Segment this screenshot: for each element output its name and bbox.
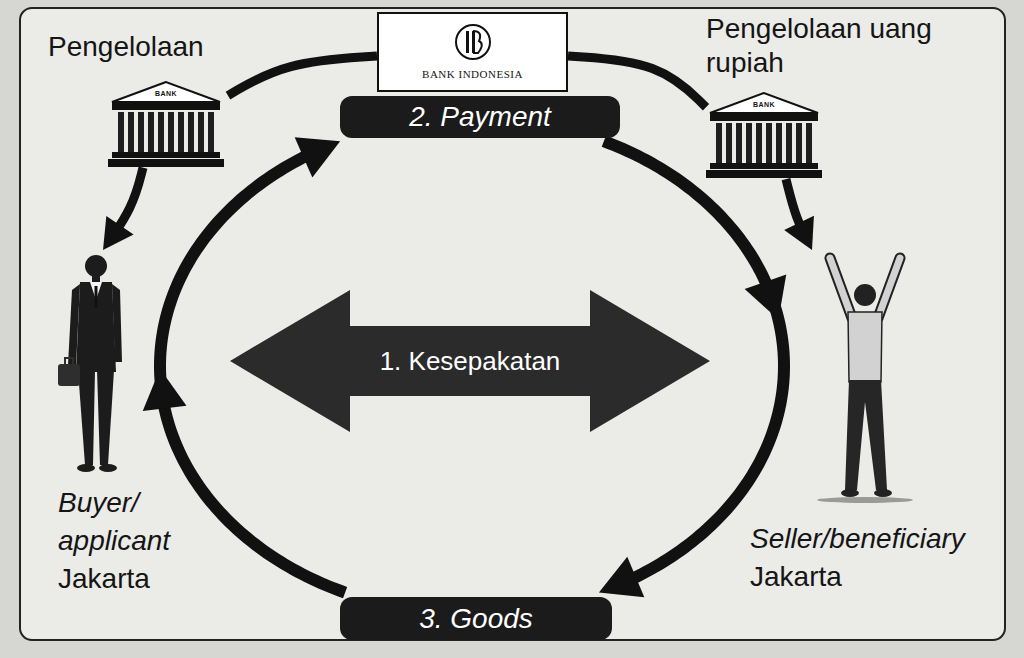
step-label: 3. Goods xyxy=(419,603,533,635)
bank-step xyxy=(112,152,220,158)
figure-part xyxy=(58,255,122,472)
logo-ring xyxy=(456,25,490,59)
step-label: 1. Kesepakatan xyxy=(380,346,561,377)
bank-column xyxy=(716,123,722,163)
buyer-node: Buyer/ applicantJakarta xyxy=(58,250,183,597)
connector-group xyxy=(228,56,377,96)
bank-sign: BANK xyxy=(108,90,224,98)
bank-heading: Pengelolaan xyxy=(48,30,228,64)
party-city: Jakarta xyxy=(58,560,183,598)
arrowhead xyxy=(599,557,644,598)
bank-icon-box: BANK xyxy=(108,80,224,168)
party-role: Buyer/ applicant xyxy=(58,484,183,560)
figure-part xyxy=(817,497,913,503)
arrowhead xyxy=(103,216,134,250)
bank-name: BANK INDONESIA xyxy=(422,68,523,80)
figure-part xyxy=(95,286,98,308)
bank-step xyxy=(710,163,818,169)
bank-column xyxy=(198,112,204,152)
bank-icon-box: BANK xyxy=(706,91,822,179)
figure-part xyxy=(68,284,80,366)
bank-column xyxy=(128,112,134,152)
arrowhead xyxy=(745,275,787,320)
bank-beam xyxy=(710,113,818,121)
step-label: 2. Payment xyxy=(409,101,551,133)
bank-column xyxy=(178,112,184,152)
seller-node: Seller/beneficiaryJakarta xyxy=(750,250,1000,596)
figure-part xyxy=(85,255,107,277)
figure-part xyxy=(830,258,852,318)
party-city: Jakarta xyxy=(750,558,1000,596)
bank-column xyxy=(118,112,124,152)
connector-group xyxy=(103,168,143,250)
figure-part xyxy=(874,489,892,497)
bi-logo xyxy=(453,22,493,62)
figure-part xyxy=(99,464,117,472)
bank-column xyxy=(138,112,144,152)
figure-part xyxy=(65,358,73,364)
bank-column xyxy=(208,112,214,152)
figure-part xyxy=(841,489,859,497)
figure-part xyxy=(854,284,876,306)
seller-figure xyxy=(815,250,915,508)
arrow2-node: 1. Kesepakatan xyxy=(230,290,710,432)
figure-part xyxy=(77,464,95,472)
figure-part xyxy=(58,364,80,386)
bank-step xyxy=(108,159,224,167)
figure-part xyxy=(78,370,95,465)
logo-bar xyxy=(466,31,469,53)
logo-curve xyxy=(473,31,482,53)
arrowhead xyxy=(784,216,814,250)
figure-part xyxy=(878,258,900,318)
pill-node: 3. Goods xyxy=(340,597,612,640)
connector-group xyxy=(784,179,814,250)
figure-part xyxy=(92,275,100,283)
arrowhead xyxy=(295,137,340,177)
connector xyxy=(103,168,143,250)
double-arrow xyxy=(230,290,710,432)
bank-column xyxy=(158,112,164,152)
bank-column xyxy=(756,123,762,163)
logo-bar xyxy=(472,31,475,53)
bank-heading: Pengelolaan uang rupiah xyxy=(706,12,976,79)
bank-column xyxy=(806,123,812,163)
party-role: Seller/beneficiary xyxy=(750,520,1000,558)
figure-part xyxy=(97,370,114,465)
arrowhead xyxy=(143,369,187,411)
pill-node: 2. Payment xyxy=(340,96,620,138)
connector xyxy=(228,56,377,96)
figure-part xyxy=(76,282,116,372)
frame xyxy=(20,8,1005,640)
bank-column xyxy=(746,123,752,163)
bank-column xyxy=(786,123,792,163)
figure-part xyxy=(848,312,882,382)
bank-column xyxy=(776,123,782,163)
bank-column xyxy=(796,123,802,163)
bank-beam xyxy=(112,102,220,110)
bank-column xyxy=(188,112,194,152)
bank-column xyxy=(726,123,732,163)
bank-node: Pengelolaan uang rupiahBANK xyxy=(706,12,976,179)
bank-column xyxy=(766,123,772,163)
figure-part xyxy=(830,258,852,318)
figure-part xyxy=(112,284,122,362)
bi-node: BANK INDONESIA xyxy=(377,12,568,92)
bank-column xyxy=(168,112,174,152)
bank-column xyxy=(148,112,154,152)
figure-part xyxy=(845,380,887,490)
buyer-figure xyxy=(58,250,128,478)
bank-sign: BANK xyxy=(706,101,822,109)
bank-step xyxy=(706,170,822,178)
figure-part xyxy=(878,258,900,318)
bank-column xyxy=(736,123,742,163)
bank-node: PengelolaanBANK xyxy=(48,30,228,168)
